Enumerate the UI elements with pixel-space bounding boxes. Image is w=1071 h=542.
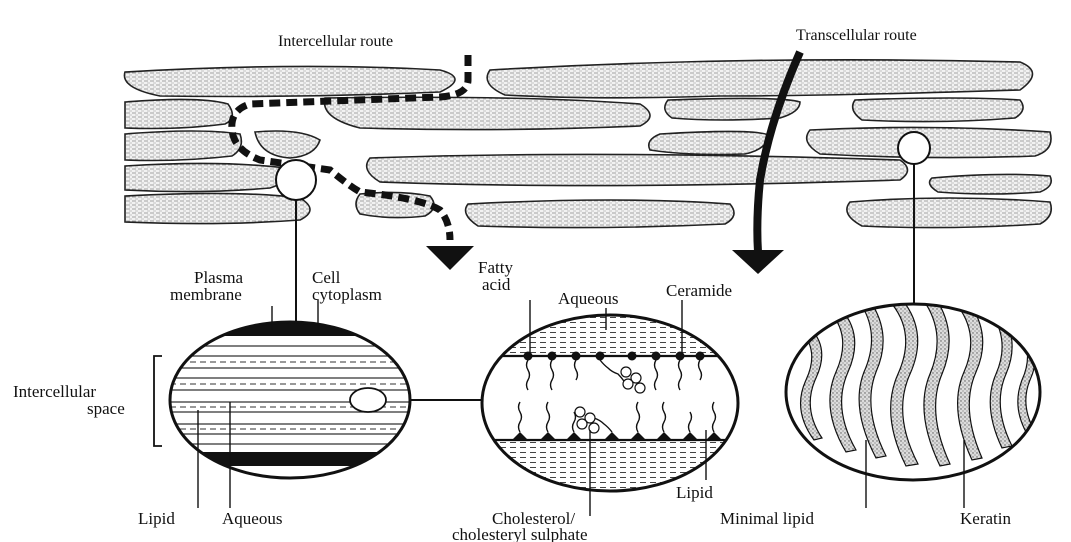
- aqueous-label-middle: Aqueous: [558, 289, 618, 308]
- cell-cytoplasm-label-2: cytoplasm: [312, 285, 382, 304]
- corneocyte: [255, 131, 320, 158]
- corneocyte: [367, 154, 908, 185]
- corneocyte: [125, 163, 286, 191]
- corneocyte: [847, 198, 1051, 228]
- intercellular-space-label-2: space: [87, 399, 125, 418]
- aqueous-label-left: Aqueous: [222, 509, 282, 528]
- right-detail-circle: [780, 300, 1050, 508]
- left-detail-circle: [160, 300, 430, 508]
- zoom-circle-left: [276, 160, 316, 200]
- intercellular-route-label: Intercellular route: [278, 33, 393, 50]
- arrow-down-icon: [732, 250, 784, 274]
- corneocyte: [125, 193, 310, 223]
- keratin-label: Keratin: [960, 509, 1011, 528]
- corneocyte: [487, 60, 1032, 98]
- corneocyte: [125, 99, 232, 128]
- intercellular-space-bracket: [154, 356, 162, 446]
- ceramide-label: Ceramide: [666, 281, 732, 300]
- minimal-lipid-label: Minimal lipid: [720, 509, 814, 528]
- transcellular-route-label: Transcellular route: [796, 27, 917, 44]
- plasma-membrane-label-2: membrane: [170, 285, 242, 304]
- zoom-circle-right: [898, 132, 930, 164]
- intercellular-space-label: Intercellular: [13, 382, 96, 401]
- corneocyte: [649, 131, 770, 154]
- corneocyte: [466, 200, 734, 228]
- corneocyte: [124, 66, 455, 96]
- arrow-down-icon: [426, 246, 474, 270]
- lipid-label-left: Lipid: [138, 509, 175, 528]
- corneocyte: [125, 131, 241, 161]
- cholesterol-label-2: cholesteryl sulphate: [452, 525, 588, 542]
- fatty-acid-label-2: acid: [482, 275, 511, 294]
- corneocyte: [930, 174, 1052, 194]
- lipid-label-middle: Lipid: [676, 483, 713, 502]
- corneocyte: [853, 98, 1023, 122]
